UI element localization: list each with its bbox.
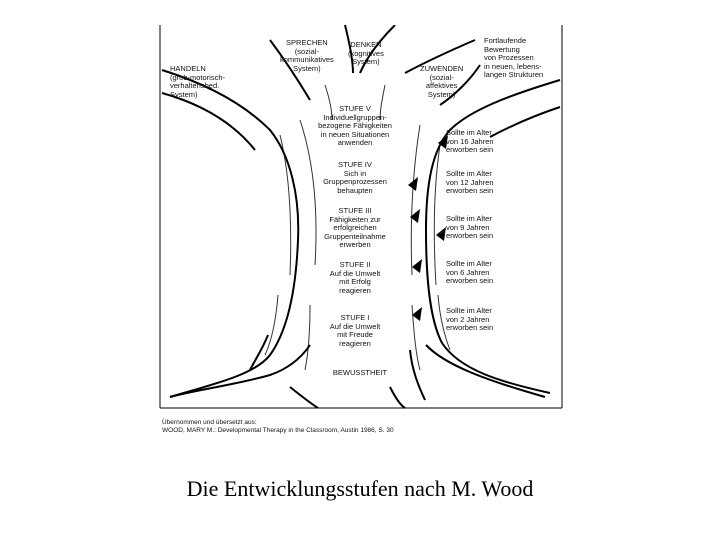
age-16: Sollte im Alter von 16 Jahren erworben s…: [446, 128, 494, 154]
base-label: BEWUSSTHEIT: [332, 368, 388, 377]
stage-3: STUFE III Fähigkeiten zur erfolgreichen …: [324, 206, 386, 249]
tree-diagram: SPRECHEN (sozial- kommunikatives System)…: [150, 25, 570, 445]
stage-1: STUFE I Auf die Umwelt mit Freude reagie…: [329, 313, 381, 348]
tree-drawing: [159, 25, 563, 409]
branch-handeln: HANDELN (grob-motorisch- verhaltensbed. …: [170, 64, 226, 99]
stage-5: STUFE V Individuellgruppen- bezogene Fäh…: [318, 104, 392, 147]
age-9: Sollte im Alter von 9 Jahren erworben se…: [446, 214, 494, 240]
branch-sprechen: SPRECHEN (sozial- kommunikatives System): [280, 38, 334, 73]
branch-zuwenden: ZUWENDEN (sozial- affektives System): [420, 64, 464, 99]
stage-2: STUFE II Auf die Umwelt mit Erfolg reagi…: [329, 260, 381, 295]
branch-denken: DENKEN (kognitives System): [348, 40, 384, 66]
stage-4: STUFE IV Sich in Gruppenprozessen behaup…: [323, 160, 387, 195]
age-6: Sollte im Alter von 6 Jahren erworben se…: [446, 259, 494, 285]
branch-fortlaufende: Fortlaufende Bewertung von Prozessen in …: [484, 36, 544, 79]
age-2: Sollte im Alter von 2 Jahren erworben se…: [446, 306, 494, 332]
caption: Die Entwicklungsstufen nach M. Wood: [186, 476, 534, 501]
age-12: Sollte im Alter von 12 Jahren erworben s…: [446, 169, 494, 195]
source-note: Übernommen und übersetzt aus: WOOD, MARY…: [162, 419, 394, 434]
